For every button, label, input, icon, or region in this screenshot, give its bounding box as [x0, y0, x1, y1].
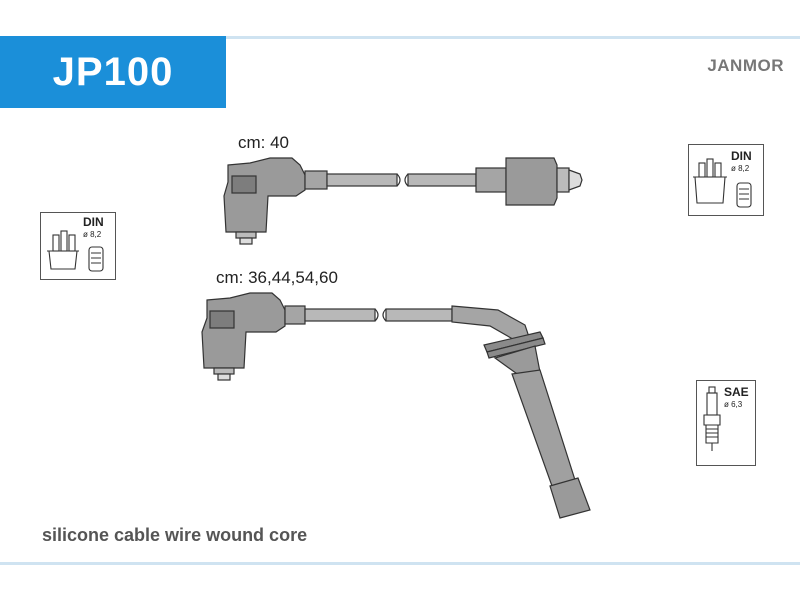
cable-2-plug-boot	[483, 331, 591, 519]
part-number-box: JP100	[0, 36, 226, 108]
header-rule	[0, 36, 800, 39]
icon-subtitle: ø 8,2	[731, 164, 750, 173]
connector-icon-din-left: DIN ø 8,2	[40, 212, 116, 280]
cable-1-straight-boot	[505, 157, 583, 206]
connector-icon-din-right: DIN ø 8,2	[688, 144, 764, 216]
connector-icon-sae: SAE ø 6,3	[696, 380, 756, 466]
distributor-cap-icon	[693, 158, 752, 208]
cable-length-label-2: cm: 36,44,54,60	[216, 268, 338, 287]
icon-subtitle: ø 8,2	[83, 230, 102, 239]
cable-2-wire	[284, 305, 531, 343]
footer-rule	[0, 562, 800, 565]
brand-name: JANMOR	[707, 56, 784, 75]
part-number: JP100	[52, 49, 174, 94]
icon-title: SAE	[724, 385, 749, 399]
icon-title: DIN	[731, 149, 752, 163]
spark-plug-icon	[703, 386, 721, 451]
icon-subtitle: ø 6,3	[724, 400, 743, 409]
icon-title: DIN	[83, 215, 104, 229]
distributor-cap-icon	[47, 230, 104, 272]
cable-1-angled-boot	[223, 157, 306, 245]
cable-description: silicone cable wire wound core	[42, 525, 308, 545]
cable-length-label-1: cm: 40	[238, 133, 290, 152]
cable-2-angled-boot	[201, 292, 286, 381]
cable-1-wire	[304, 167, 507, 193]
